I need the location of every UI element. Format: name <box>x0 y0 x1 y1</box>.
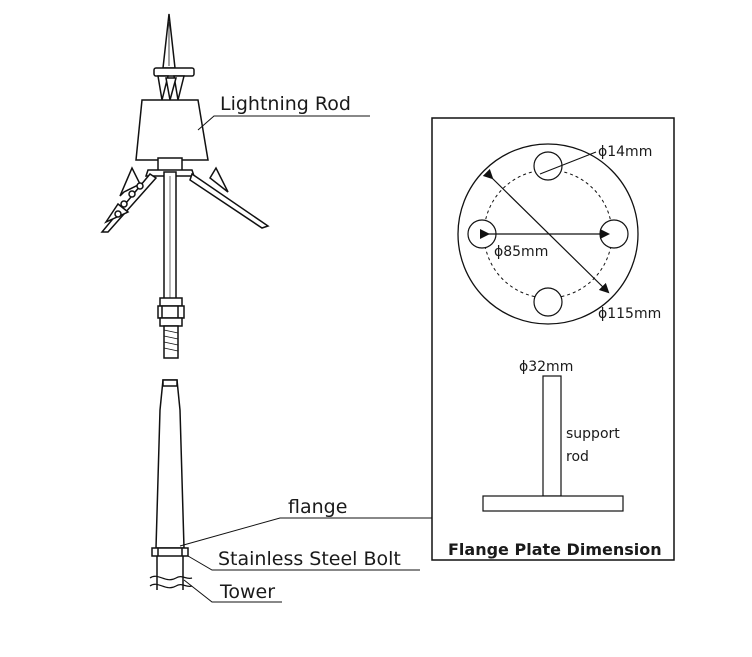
rod-diameter-label: ϕ32mm <box>519 359 573 375</box>
bolt-hole-top <box>533 151 563 181</box>
leader-lines <box>179 115 432 603</box>
flange-outer-circle <box>457 143 639 325</box>
lightning-rod-label: Lightning Rod <box>220 93 351 115</box>
right-arm <box>189 172 270 229</box>
hole-diameter-label: ϕ14mm <box>598 144 652 160</box>
bolt-hole-bottom <box>533 287 563 317</box>
flange-panel-title: Flange Plate Dimension <box>448 540 662 559</box>
support-pole <box>149 379 193 590</box>
bolt-circle-label: ϕ85mm <box>494 244 548 260</box>
rod-shaft <box>157 171 185 359</box>
bolt-label: Stainless Steel Bolt <box>218 548 401 570</box>
flange-plate-side <box>482 495 624 512</box>
outer-diameter-label: ϕ115mm <box>598 306 661 322</box>
support-rod-label-2: rod <box>566 449 589 465</box>
flange-leader <box>179 517 432 547</box>
bolt-leader <box>187 555 420 571</box>
rod-cup-body <box>135 99 209 161</box>
lightning-rod-leader <box>197 115 370 131</box>
outer-dim-arrow <box>482 168 610 294</box>
tower-leader <box>183 579 282 603</box>
flange-panel: ϕ14mm ϕ85mm ϕ115mm ϕ32mm support rod Fla… <box>431 117 675 561</box>
tower-label: Tower <box>219 581 275 603</box>
right-fin <box>209 166 229 193</box>
support-rod-label-1: support <box>566 426 620 442</box>
flange-label: flange <box>288 496 347 518</box>
support-rod-side <box>542 375 562 497</box>
lightning-rod-head <box>100 13 270 233</box>
flange-bolt <box>151 547 189 557</box>
spike-ring <box>153 67 195 77</box>
